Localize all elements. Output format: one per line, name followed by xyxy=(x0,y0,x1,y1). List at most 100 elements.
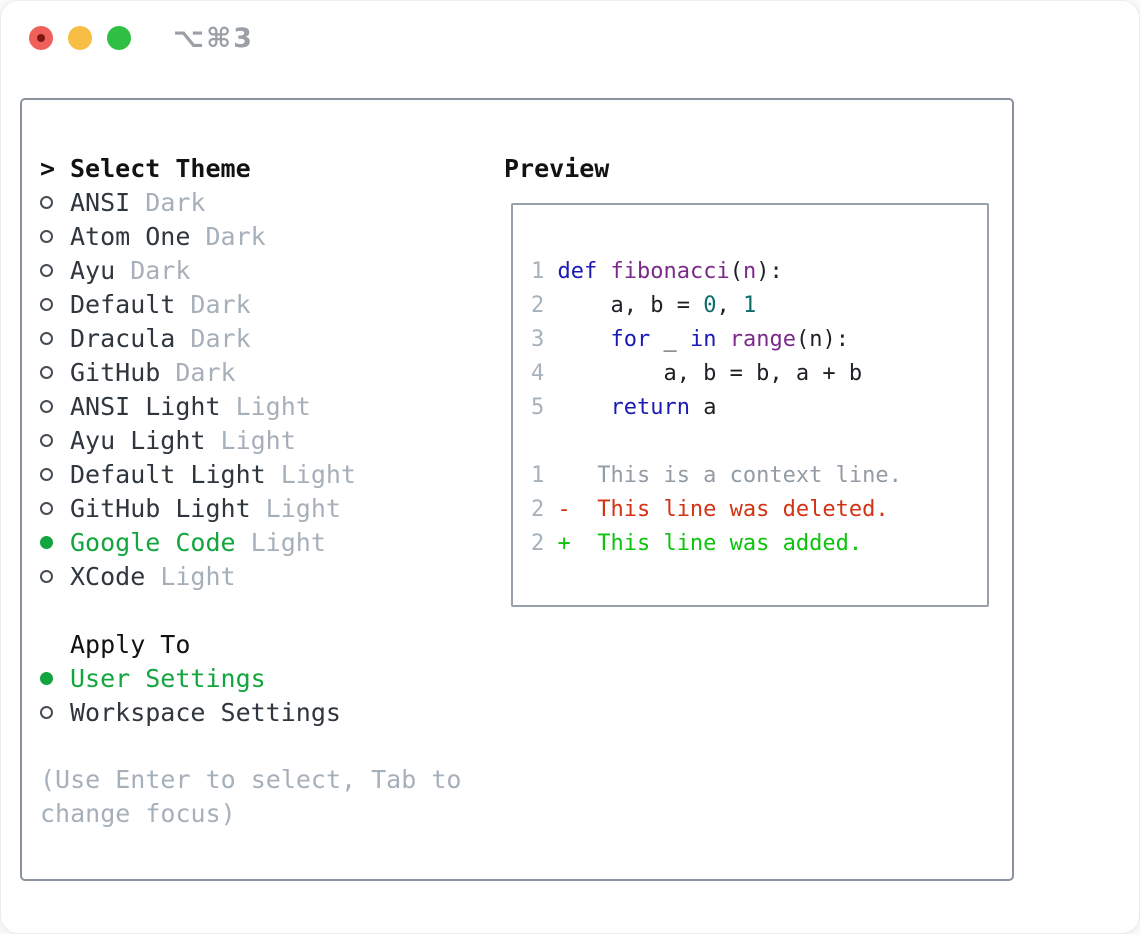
line-number: 1 xyxy=(531,462,545,488)
code-token: in xyxy=(689,326,717,352)
line-number: 2 xyxy=(531,530,545,556)
diff-text: This is a context line. xyxy=(557,462,902,488)
theme-item-google-code[interactable]: Google Code Light xyxy=(40,525,492,559)
theme-item-ansi[interactable]: ANSI Dark xyxy=(40,185,492,219)
code-token xyxy=(716,327,729,352)
window-shortcut-label: ⌥⌘3 xyxy=(173,22,254,54)
theme-name: GitHub xyxy=(70,357,161,387)
theme-item-default[interactable]: Default Dark xyxy=(40,287,492,321)
line-number: 1 xyxy=(531,258,545,284)
radio-icon xyxy=(40,263,53,277)
maximize-button[interactable] xyxy=(107,26,131,50)
theme-variant: Dark xyxy=(175,289,251,319)
code-token xyxy=(557,395,610,420)
theme-item-ansi-light[interactable]: ANSI Light Light xyxy=(40,389,492,423)
theme-name: Atom One xyxy=(70,221,191,251)
theme-name: Default xyxy=(70,289,176,319)
code-token: range xyxy=(729,326,796,352)
code-line: 3 for _ in range(n): xyxy=(531,322,987,356)
radio-icon xyxy=(40,195,53,209)
code-token: ): xyxy=(822,326,849,352)
close-button[interactable] xyxy=(29,26,53,50)
diff-preview: 1 This is a context line. 2 - This line wa… xyxy=(531,458,987,560)
spacer xyxy=(40,593,492,627)
line-number: 5 xyxy=(531,394,545,420)
theme-variant: Light xyxy=(235,527,326,557)
code-token: , xyxy=(716,292,743,318)
apply-option-label: Workspace Settings xyxy=(70,697,341,727)
code-token: _ xyxy=(650,326,690,352)
theme-item-xcode[interactable]: XCode Light xyxy=(40,559,492,593)
line-number: 2 xyxy=(531,496,545,522)
line-number: 3 xyxy=(531,326,545,352)
radio-icon xyxy=(40,671,53,685)
code-token xyxy=(597,259,610,284)
theme-variant: Dark xyxy=(115,255,191,285)
line-number: 2 xyxy=(531,292,545,318)
theme-variant: Dark xyxy=(160,357,236,387)
theme-item-atom-one[interactable]: Atom One Dark xyxy=(40,219,492,253)
diff-text: - This line was deleted. xyxy=(557,496,889,522)
radio-icon xyxy=(40,297,53,311)
theme-variant: Light xyxy=(220,391,311,421)
code-line: 1 def fibonacci(n): xyxy=(531,254,987,288)
code-token: 1 xyxy=(742,292,757,318)
radio-icon xyxy=(40,535,53,549)
theme-item-default-light[interactable]: Default Light Light xyxy=(40,457,492,491)
radio-icon xyxy=(40,705,53,719)
theme-variant: Dark xyxy=(190,221,266,251)
theme-name: Google Code xyxy=(70,527,236,557)
code-token xyxy=(557,327,610,352)
theme-name: Dracula xyxy=(70,323,176,353)
minimize-button[interactable] xyxy=(68,26,92,50)
theme-variant: Light xyxy=(205,425,296,455)
theme-name: Default Light xyxy=(70,459,266,489)
code-token: return xyxy=(610,394,690,420)
radio-icon xyxy=(40,331,53,345)
keyboard-hint: (Use Enter to select, Tab to change focu… xyxy=(40,765,462,828)
radio-icon xyxy=(40,433,53,447)
theme-name: GitHub Light xyxy=(70,493,251,523)
code-line: 4 a, b = b, a + b xyxy=(531,356,987,390)
radio-icon xyxy=(40,467,53,481)
close-record-dot-icon xyxy=(37,34,45,42)
radio-icon xyxy=(40,365,53,379)
code-token: def xyxy=(557,258,598,284)
radio-icon xyxy=(40,569,53,583)
diff-line: 2 + This line was added. xyxy=(531,526,987,560)
code-token: ): xyxy=(756,258,783,284)
theme-item-github-light[interactable]: GitHub Light Light xyxy=(40,491,492,525)
apply-option-user-settings[interactable]: User Settings xyxy=(40,661,492,695)
radio-icon xyxy=(40,399,53,413)
theme-variant: Light xyxy=(250,493,341,523)
theme-variant: Dark xyxy=(175,323,251,353)
select-theme-title: Select Theme xyxy=(70,153,251,183)
apply-option-workspace-settings[interactable]: Workspace Settings xyxy=(40,695,492,729)
code-token: 0 xyxy=(703,292,717,318)
theme-name: Ayu Light xyxy=(70,425,206,455)
code-token: fibonacci xyxy=(610,258,730,284)
apply-option-label: User Settings xyxy=(70,663,266,693)
code-line: 2 a, b = 0, 1 xyxy=(531,288,987,322)
code-token: ( xyxy=(729,258,743,284)
code-token: a, b = xyxy=(557,292,704,318)
theme-item-ayu[interactable]: Ayu Dark xyxy=(40,253,492,287)
theme-item-dracula[interactable]: Dracula Dark xyxy=(40,321,492,355)
diff-text: + This line was added. xyxy=(557,530,863,556)
code-token: a, b = b, a + b xyxy=(557,360,863,386)
title-bar: ⌥⌘3 xyxy=(29,23,254,54)
theme-name: ANSI xyxy=(70,187,131,217)
code-token: ( xyxy=(795,326,810,352)
code-token: n xyxy=(742,258,757,284)
theme-name: Ayu xyxy=(70,255,116,285)
theme-item-github[interactable]: GitHub Dark xyxy=(40,355,492,389)
apply-to-title: Apply To xyxy=(70,629,191,659)
theme-item-ayu-light[interactable]: Ayu Light Light xyxy=(40,423,492,457)
theme-name: ANSI Light xyxy=(70,391,221,421)
theme-variant: Light xyxy=(145,561,236,591)
